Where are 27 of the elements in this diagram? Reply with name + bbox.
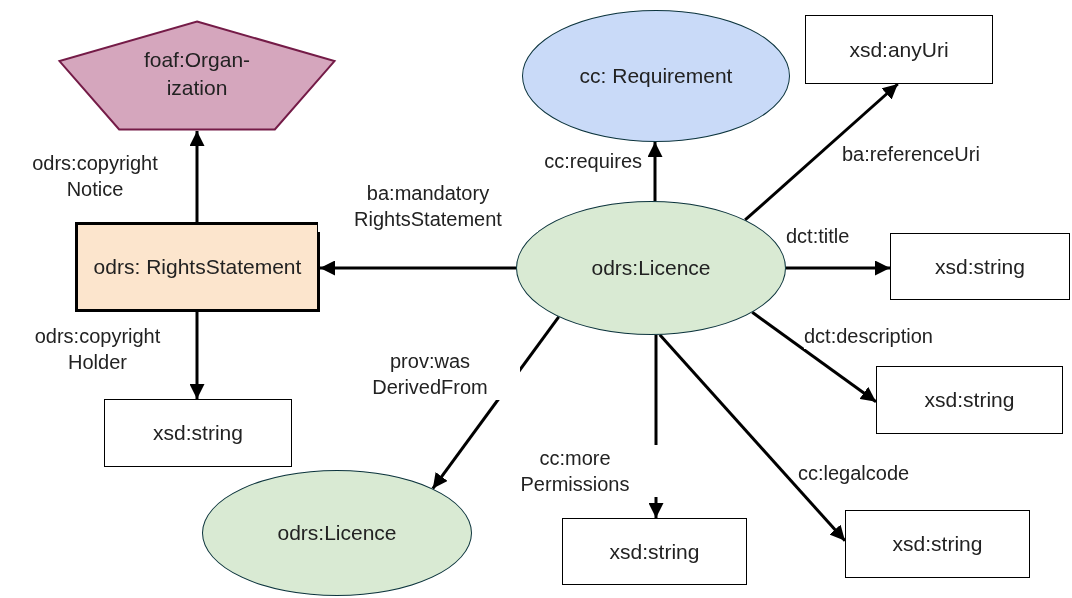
arrow bbox=[786, 260, 890, 276]
node-label: foaf:Organ- ization bbox=[142, 47, 252, 101]
arrow bbox=[647, 142, 663, 202]
node-label: xsd:anyUri bbox=[849, 36, 949, 63]
datatype-box bbox=[104, 399, 292, 467]
arrow bbox=[320, 260, 516, 276]
node-label: odrs:Licence bbox=[277, 520, 397, 547]
datatype-box bbox=[562, 518, 747, 585]
arrow bbox=[658, 333, 847, 542]
arrow bbox=[189, 312, 205, 399]
node-label: xsd:string bbox=[609, 538, 700, 565]
datatype-box bbox=[805, 15, 993, 84]
node-label: xsd:string bbox=[935, 253, 1025, 280]
node-label: cc: Requirement bbox=[579, 63, 733, 90]
node-label: xsd:string bbox=[892, 531, 983, 558]
node-label: xsd:string bbox=[924, 387, 1015, 414]
node-label: odrs: RightsStatement bbox=[93, 254, 302, 281]
arrow bbox=[751, 311, 877, 403]
class-box bbox=[75, 222, 320, 312]
arrow bbox=[744, 82, 899, 222]
datatype-box bbox=[876, 366, 1063, 434]
datatype-box bbox=[845, 510, 1030, 578]
node-label: odrs:Licence bbox=[591, 255, 711, 282]
datatype-box bbox=[890, 233, 1070, 300]
node-label: xsd:string bbox=[153, 420, 243, 447]
class-pentagon bbox=[58, 20, 336, 131]
arrow bbox=[189, 131, 205, 222]
